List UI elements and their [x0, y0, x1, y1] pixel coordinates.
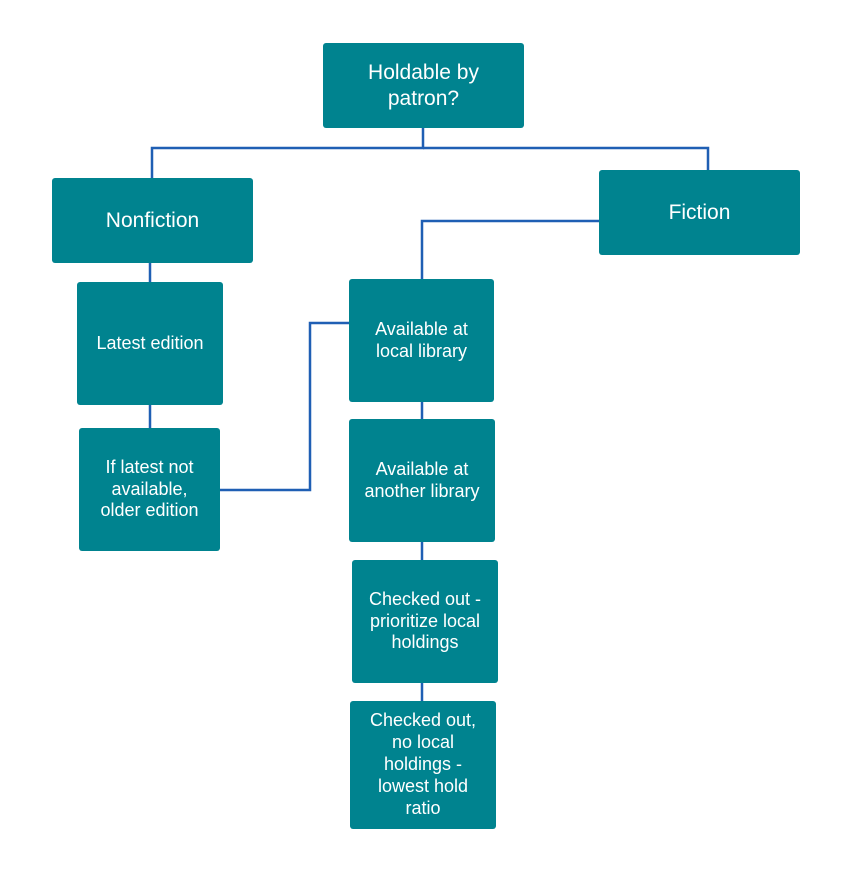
node-checked-out-no-local: Checked out, no local holdings - lowest …: [350, 701, 496, 829]
node-older-edition: If latest not available, older edition: [79, 428, 220, 551]
connector-root-fiction: [423, 146, 710, 171]
connector-root-children: [150, 128, 425, 179]
node-latest-edition: Latest edition: [77, 282, 223, 405]
node-checked-out-local-label: Checked out - prioritize local holdings: [368, 588, 482, 653]
connector-fiction-local: [420, 219, 600, 280]
connector-older-local: [219, 321, 350, 492]
node-nonfiction: Nonfiction: [52, 178, 253, 263]
node-fiction: Fiction: [599, 170, 800, 255]
node-checked-out-local: Checked out - prioritize local holdings: [352, 560, 498, 683]
node-holdable-by-patron: Holdable by patron?: [323, 43, 524, 128]
node-fiction-label: Fiction: [668, 200, 731, 224]
node-older-edition-label: If latest not available, older edition: [100, 456, 199, 521]
node-available-other-label: Available at another library: [364, 458, 480, 501]
node-holdable-by-patron-label: Holdable by patron?: [368, 60, 479, 110]
node-nonfiction-label: Nonfiction: [105, 208, 200, 232]
node-available-local-label: Available at local library: [375, 318, 468, 361]
node-checked-out-no-local-label: Checked out, no local holdings - lowest …: [369, 710, 477, 818]
node-available-local: Available at local library: [349, 279, 494, 402]
node-latest-edition-label: Latest edition: [96, 332, 204, 353]
node-available-other: Available at another library: [349, 419, 495, 542]
